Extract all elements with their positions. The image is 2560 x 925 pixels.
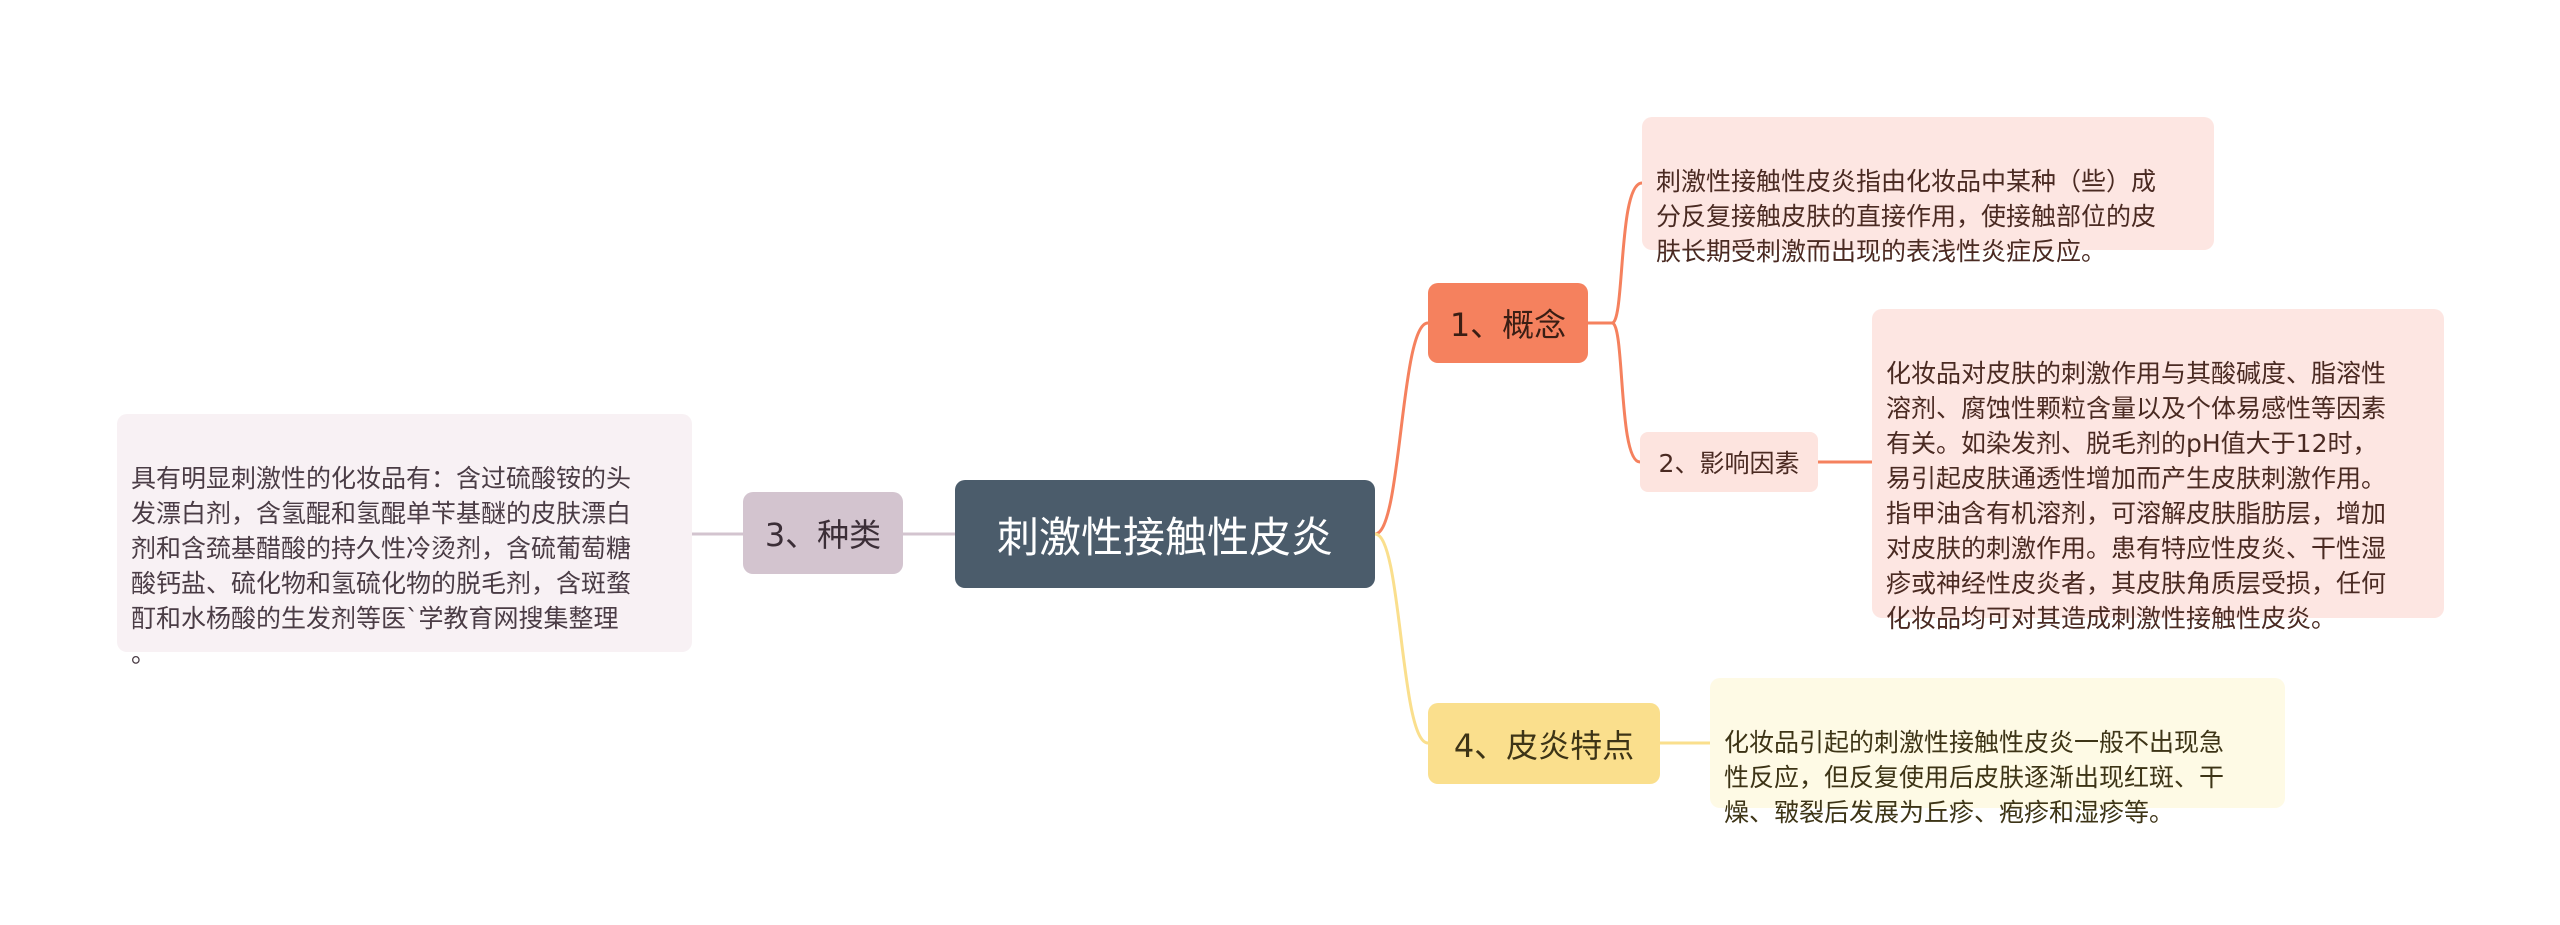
concept-definition-text: 刺激性接触性皮炎指由化妆品中某种（些）成 分反复接触皮肤的直接作用，使接触部位的… [1656, 167, 2157, 266]
link-concept-factors [1610, 321, 1641, 464]
root-topic[interactable]: 刺激性接触性皮炎 [955, 480, 1375, 588]
link-root-features [1374, 532, 1429, 745]
types-text: 具有明显刺激性的化妆品有：含过硫酸铵的头 发漂白剂，含氢醌和氢醌单苄基醚的皮肤漂… [131, 464, 632, 668]
root-topic-label: 刺激性接触性皮炎 [996, 512, 1333, 562]
factors-text: 化妆品对皮肤的刺激作用与其酸碱度、脂溶性 溶剂、腐蚀性颗粒含量以及个体易感性等因… [1886, 359, 2387, 633]
branch-concept-label: 1、概念 [1449, 306, 1567, 344]
branch-features-label: 4、皮炎特点 [1453, 726, 1635, 765]
features-leaf[interactable]: 化妆品引起的刺激性接触性皮炎一般不出现急 性反应，但反复使用后皮肤逐渐出现红斑、… [1710, 678, 2285, 827]
branch-concept[interactable]: 1、概念 [1428, 283, 1588, 363]
link-root-concept [1374, 321, 1429, 536]
subtopic-factors-label: 2、影响因素 [1658, 449, 1800, 478]
concept-definition-leaf[interactable]: 刺激性接触性皮炎指由化妆品中某种（些）成 分反复接触皮肤的直接作用，使接触部位的… [1642, 117, 2214, 266]
branch-features[interactable]: 4、皮炎特点 [1428, 703, 1660, 784]
factors-leaf[interactable]: 化妆品对皮肤的刺激作用与其酸碱度、脂溶性 溶剂、腐蚀性颗粒含量以及个体易感性等因… [1872, 309, 2444, 633]
link-concept-definition [1588, 181, 1643, 325]
subtopic-factors[interactable]: 2、影响因素 [1640, 432, 1818, 492]
types-leaf[interactable]: 具有明显刺激性的化妆品有：含过硫酸铵的头 发漂白剂，含氢醌和氢醌单苄基醚的皮肤漂… [117, 414, 692, 668]
branch-types-label: 3、种类 [764, 516, 882, 554]
branch-types[interactable]: 3、种类 [743, 492, 903, 574]
features-text: 化妆品引起的刺激性接触性皮炎一般不出现急 性反应，但反复使用后皮肤逐渐出现红斑、… [1724, 728, 2225, 827]
